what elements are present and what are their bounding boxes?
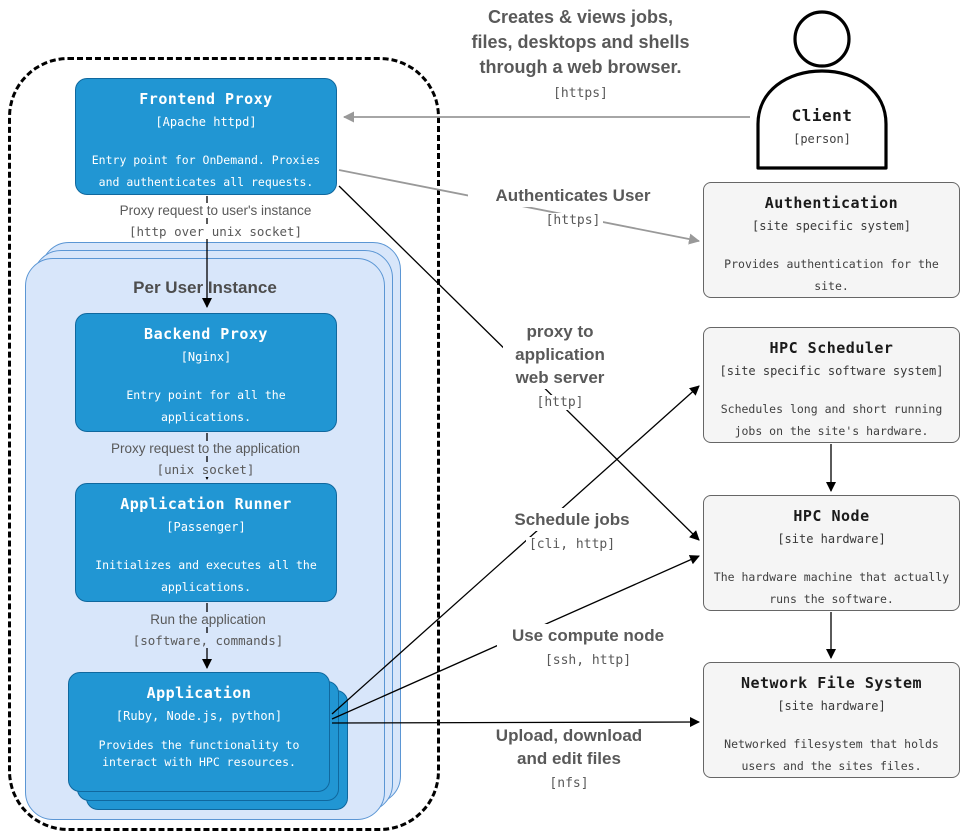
edge-schedule-jobs-text: Schedule jobs	[492, 508, 652, 531]
network-file-system-tech: [site hardware]	[777, 699, 886, 713]
step-run-application-protocol: [software, commands]	[128, 633, 288, 648]
frontend-proxy-tech: [Apache httpd]	[155, 115, 257, 129]
step-proxy-to-instance-text: Proxy request to user's instance	[115, 203, 316, 218]
step-proxy-to-application-text: Proxy request to the application	[106, 441, 305, 456]
network-file-system-title: Network File System	[740, 674, 923, 692]
edge-authenticates-user-text: Authenticates User	[468, 184, 678, 207]
edge-schedule-jobs-protocol: [cli, http]	[525, 537, 619, 552]
frontend-proxy-title: Frontend Proxy	[139, 90, 273, 108]
edge-client-browser-text: Creates & views jobs, files, desktops an…	[468, 5, 693, 80]
backend-proxy-tech: [Nginx]	[180, 350, 232, 364]
step-label-run-application: Run the application [software, commands]	[103, 611, 313, 650]
step-proxy-to-application-protocol: [unix socket]	[152, 462, 259, 477]
frontend-proxy-description: Entry point for OnDemand. Proxies and au…	[91, 153, 321, 189]
edge-upload-files-protocol: [nfs]	[546, 776, 592, 791]
step-run-application-text: Run the application	[146, 612, 270, 627]
hpc-scheduler-title: HPC Scheduler	[769, 339, 894, 357]
backend-proxy-description: Entry point for all the applications.	[126, 388, 286, 424]
edge-label-authenticates-user: Authenticates User [https]	[468, 184, 678, 229]
client-title: Client	[791, 106, 853, 125]
edge-label-upload-files: Upload, download and edit files [nfs]	[493, 724, 645, 792]
client-tech: [person]	[793, 132, 851, 146]
application-runner-title: Application Runner	[120, 495, 292, 513]
step-proxy-to-instance-protocol: [http over unix socket]	[124, 224, 307, 239]
client-node: Client [person]	[750, 8, 894, 170]
step-label-proxy-to-instance: Proxy request to user's instance [http o…	[103, 202, 328, 241]
hpc-scheduler-node: HPC Scheduler [site specific software sy…	[703, 327, 960, 443]
edge-label-schedule-jobs: Schedule jobs [cli, http]	[492, 508, 652, 553]
application-description: Provides the functionality to interact w…	[98, 738, 300, 769]
edge-use-compute-node-protocol: [ssh, http]	[541, 653, 635, 668]
authentication-title: Authentication	[764, 194, 899, 212]
hpc-scheduler-description: Schedules long and short running jobs on…	[720, 402, 943, 438]
backend-proxy-node: Backend Proxy [Nginx] Entry point for al…	[75, 313, 337, 432]
application-node: Application [Ruby, Node.js, python] Prov…	[68, 672, 330, 792]
step-label-proxy-to-application: Proxy request to the application [unix s…	[88, 440, 323, 479]
edge-label-use-compute-node: Use compute node [ssh, http]	[497, 624, 679, 669]
edge-proxy-to-app-text: proxy to application web server	[503, 320, 617, 389]
hpc-node-tech: [site hardware]	[777, 532, 886, 546]
edge-label-proxy-to-app: proxy to application web server [http]	[503, 320, 617, 411]
application-runner-description: Initializes and executes all the applica…	[95, 558, 317, 594]
hpc-node-node: HPC Node [site hardware] The hardware ma…	[703, 495, 960, 611]
application-runner-node: Application Runner [Passenger] Initializ…	[75, 483, 337, 602]
backend-proxy-title: Backend Proxy	[144, 325, 268, 343]
hpc-node-title: HPC Node	[793, 507, 870, 525]
hpc-scheduler-tech: [site specific software system]	[719, 364, 944, 378]
edge-proxy-to-app-protocol: [http]	[533, 395, 587, 410]
authentication-tech: [site specific system]	[752, 219, 911, 233]
network-file-system-description: Networked filesystem that holds users an…	[724, 737, 939, 773]
application-tech: [Ruby, Node.js, python]	[115, 709, 283, 723]
application-title: Application	[146, 684, 252, 702]
edge-label-client-browser: Creates & views jobs, files, desktops an…	[468, 5, 693, 102]
hpc-node-description: The hardware machine that actually runs …	[713, 570, 950, 606]
edge-use-compute-node-text: Use compute node	[497, 624, 679, 647]
person-icon	[756, 10, 888, 170]
edge-client-browser-protocol: [https]	[550, 86, 611, 101]
application-runner-tech: [Passenger]	[166, 520, 246, 534]
edge-authenticates-user-protocol: [https]	[542, 213, 604, 228]
authentication-node: Authentication [site specific system] Pr…	[703, 182, 960, 298]
edge-upload-files-text: Upload, download and edit files	[493, 724, 645, 770]
authentication-description: Provides authentication for the site.	[724, 257, 939, 293]
frontend-proxy-node: Frontend Proxy [Apache httpd] Entry poin…	[75, 78, 337, 195]
network-file-system-node: Network File System [site hardware] Netw…	[703, 662, 960, 778]
per-user-instance-label: Per User Instance	[133, 278, 277, 297]
